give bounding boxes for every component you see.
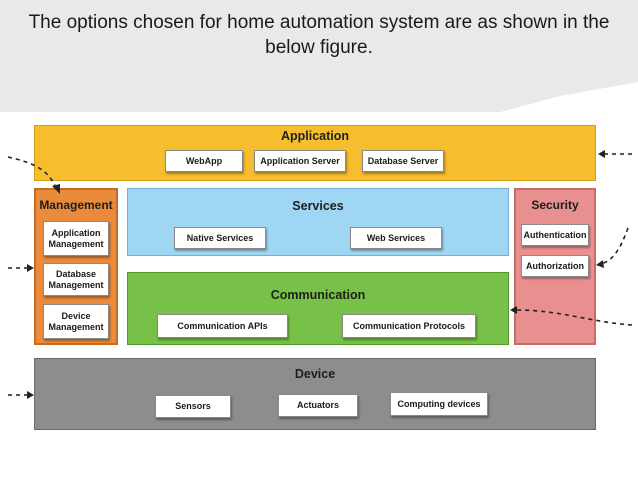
arrowhead-6: [510, 306, 517, 314]
application-layer-title: Application: [280, 129, 350, 143]
database-management-box: Database Management: [43, 263, 109, 296]
webapp-box: WebApp: [165, 150, 243, 172]
sensors-box: Sensors: [155, 395, 231, 418]
communication-apis-box: Communication APIs: [157, 314, 288, 338]
arrowhead-4: [598, 150, 605, 158]
management-title: Management: [39, 198, 113, 212]
management-column: Management Application Management Databa…: [34, 188, 118, 345]
arrowhead-5: [596, 260, 604, 268]
device-layer: Device Sensors Actuators Computing devic…: [34, 358, 596, 430]
actuators-box: Actuators: [278, 394, 358, 417]
security-column: Security Authentication Authorization: [514, 188, 596, 345]
native-services-box: Native Services: [174, 227, 266, 249]
caption-band-edge: [0, 82, 638, 120]
arrowhead-1: [52, 184, 60, 194]
authentication-box: Authentication: [521, 224, 589, 246]
computing-devices-box: Computing devices: [390, 392, 488, 416]
application-layer: Application WebApp Application Server Da…: [34, 125, 596, 181]
database-server-box: Database Server: [362, 150, 444, 172]
security-title: Security: [531, 198, 579, 212]
authorization-box: Authorization: [521, 255, 589, 277]
services-layer: Services Native Services Web Services: [127, 188, 509, 256]
device-management-box: Device Management: [43, 304, 109, 339]
slide-caption: The options chosen for home automation s…: [28, 12, 610, 58]
communication-layer-title: Communication: [270, 288, 366, 302]
caption-band: [0, 0, 638, 112]
arrowhead-2: [27, 264, 34, 272]
arrow-top-left-curve: [7, 156, 57, 189]
application-management-box: Application Management: [43, 221, 109, 256]
web-services-box: Web Services: [350, 227, 442, 249]
services-layer-title: Services: [292, 199, 344, 213]
arrow-right-communication-curve: [515, 309, 633, 326]
device-layer-title: Device: [294, 367, 336, 381]
communication-protocols-box: Communication Protocols: [342, 314, 476, 338]
arrowhead-3: [27, 391, 34, 399]
application-server-box: Application Server: [254, 150, 346, 172]
arrow-right-security-curve: [599, 227, 629, 265]
communication-layer: Communication Communication APIs Communi…: [127, 272, 509, 345]
